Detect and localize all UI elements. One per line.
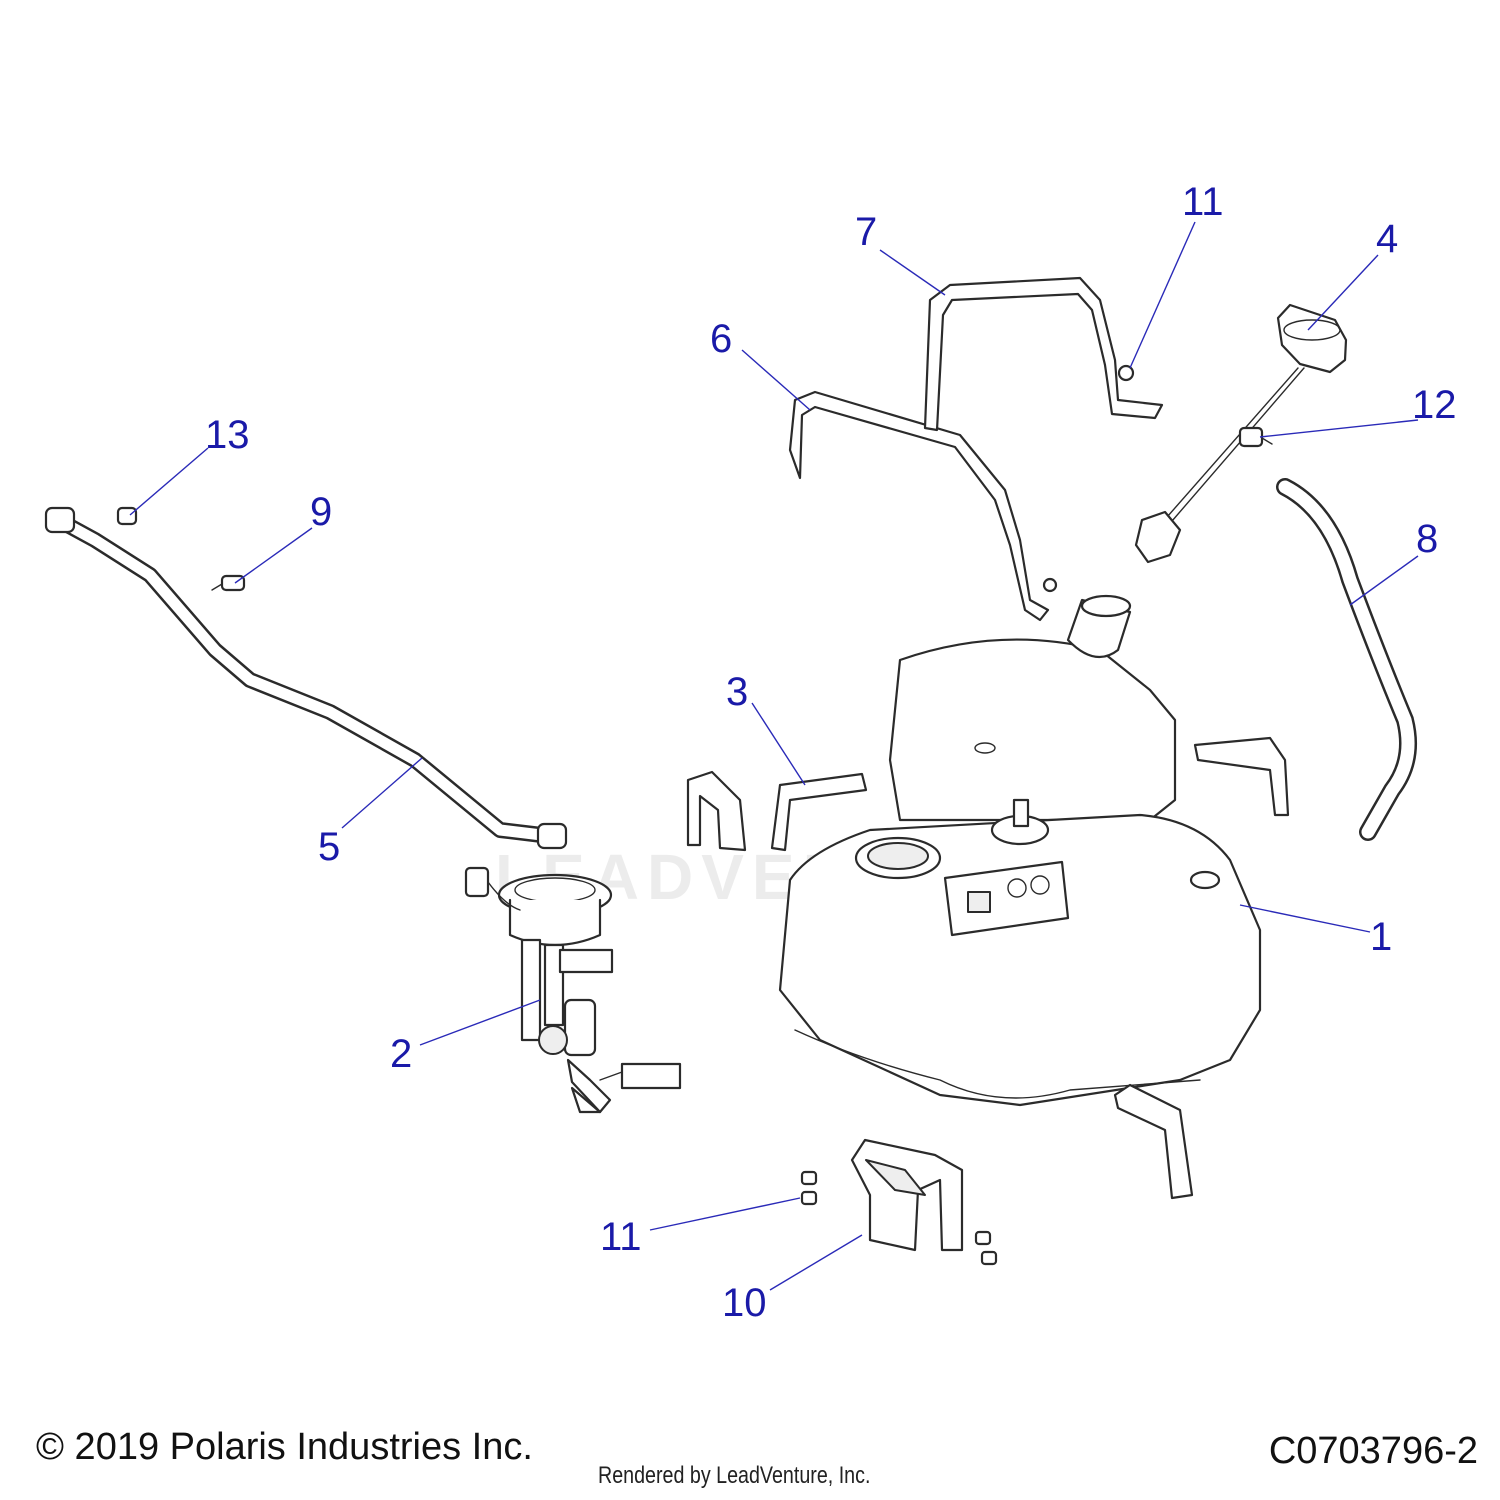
leader-lines xyxy=(129,221,1419,1291)
part-3-tank-pads xyxy=(686,736,1290,1200)
part-13-clip xyxy=(116,506,138,526)
part-9-clip xyxy=(211,574,246,592)
callout-10: 10 xyxy=(722,1281,767,1325)
part-10-bracket xyxy=(850,1138,964,1252)
part-6-tank-strap xyxy=(788,390,1058,622)
part-7-tank-strap xyxy=(923,276,1164,432)
part-8-vent-hose xyxy=(1276,478,1417,841)
rendered-by-credit: Rendered by LeadVenture, Inc. xyxy=(598,1462,871,1489)
callout-9: 9 xyxy=(310,490,332,534)
callout-2: 2 xyxy=(390,1032,412,1076)
callout-13: 13 xyxy=(205,413,250,457)
part-5-fuel-line xyxy=(44,506,568,850)
callout-11-upper: 11 xyxy=(1182,180,1224,224)
callout-1: 1 xyxy=(1370,915,1392,959)
part-4-fuel-sender xyxy=(1134,303,1348,564)
callout-8: 8 xyxy=(1416,517,1438,561)
part-11-bolts xyxy=(800,1170,998,1266)
copyright-notice: © 2019 Polaris Industries Inc. xyxy=(36,1426,533,1468)
part-2-fuel-pump xyxy=(464,866,682,1114)
callout-7: 7 xyxy=(855,210,877,254)
part-12-clip xyxy=(1238,426,1273,448)
part-1-fuel-tank xyxy=(778,594,1262,1107)
callout-6: 6 xyxy=(710,317,732,361)
callout-12: 12 xyxy=(1412,383,1457,427)
drawing-code: C0703796-2 xyxy=(1268,1430,1478,1472)
callout-4: 4 xyxy=(1376,217,1398,261)
callout-labels: 1 2 3 4 5 6 7 8 9 10 11 11 12 13 xyxy=(205,180,1457,1325)
callout-11-lower: 11 xyxy=(600,1215,642,1259)
callout-3: 3 xyxy=(726,670,748,714)
callout-5: 5 xyxy=(318,825,340,869)
